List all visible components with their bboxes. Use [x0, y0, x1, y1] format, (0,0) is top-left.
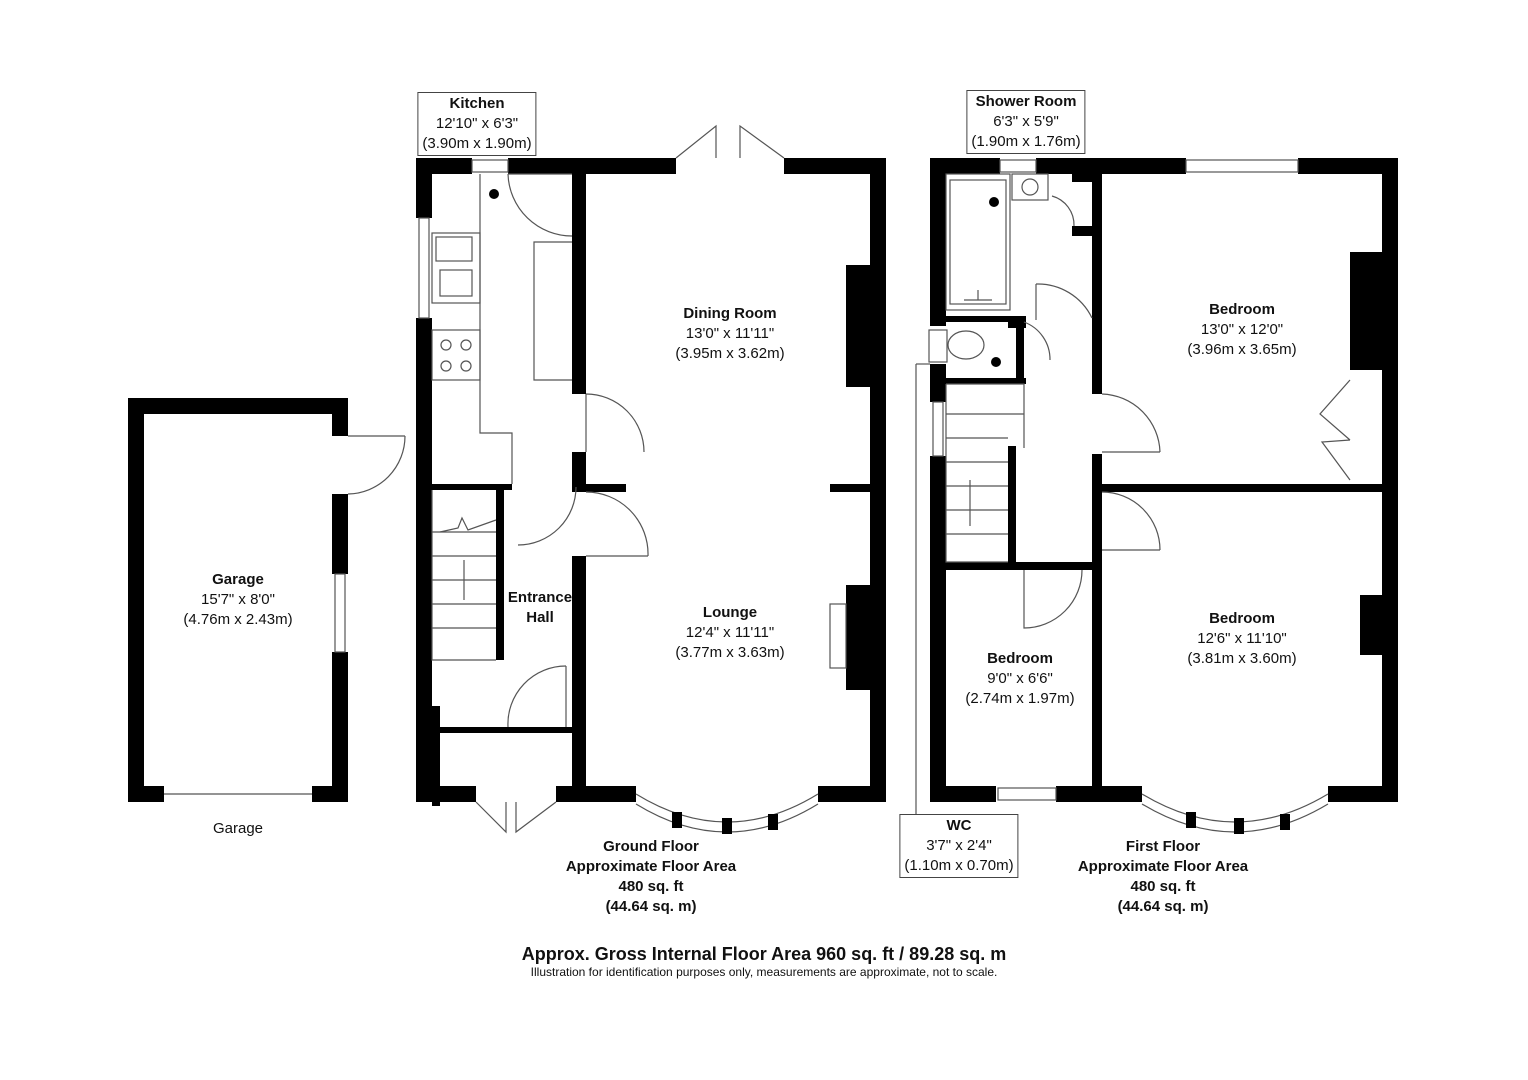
room-label-kitchen: Kitchen 12'10" x 6'3" (3.90m x 1.90m) [417, 92, 537, 156]
room-label-lounge: Lounge 12'4" x 11'11" (3.77m x 3.63m) [675, 603, 784, 663]
floor-name: First Floor [1125, 838, 1201, 855]
first-floor-fixtures [915, 159, 1351, 833]
room-name: Bedroom [1209, 610, 1275, 627]
room-size-metric: (3.90m x 1.90m) [422, 135, 532, 152]
room-label-bedroom-1: Bedroom 13'0" x 12'0" (3.96m x 3.65m) [1187, 300, 1296, 360]
room-size-metric: (3.77m x 3.63m) [675, 644, 785, 661]
room-size-metric: (1.10m x 0.70m) [904, 857, 1014, 874]
room-label-wc: WC 3'7" x 2'4" (1.10m x 0.70m) [899, 814, 1019, 878]
room-name: Shower Room [975, 93, 1077, 110]
ground-floor-area: Ground Floor Approximate Floor Area 480 … [566, 837, 736, 917]
room-label-dining-room: Dining Room 13'0" x 11'11" (3.95m x 3.62… [675, 304, 784, 364]
room-size-metric: (4.76m x 2.43m) [183, 611, 293, 628]
room-size-metric: (3.96m x 3.65m) [1187, 341, 1297, 358]
garage-caption: Garage [212, 820, 264, 837]
room-label-bedroom-3: Bedroom 9'0" x 6'6" (2.74m x 1.97m) [965, 649, 1074, 709]
room-size-metric: (3.81m x 3.60m) [1187, 650, 1297, 667]
room-label-entrance-hall: Entrance Hall [508, 588, 572, 628]
room-name: Kitchen [449, 95, 505, 112]
floor-area-caption: Approximate Floor Area [1077, 858, 1249, 875]
room-size-imperial: 12'10" x 6'3" [435, 115, 519, 132]
room-name-line2: Hall [526, 609, 554, 626]
bay-window-posts-first [1186, 812, 1290, 834]
room-size-metric: (1.90m x 1.76m) [971, 133, 1081, 150]
room-label-bedroom-2: Bedroom 12'6" x 11'10" (3.81m x 3.60m) [1187, 609, 1296, 669]
room-size-metric: (3.95m x 3.62m) [675, 345, 785, 362]
room-size-imperial: 3'7" x 2'4" [926, 837, 992, 854]
floor-area-sqft: 480 sq. ft [1130, 878, 1196, 895]
floor-area-sqm: (44.64 sq. m) [605, 898, 697, 915]
ground-floor-walls [416, 158, 886, 806]
room-size-metric: (2.74m x 1.97m) [965, 690, 1075, 707]
gross-floor-area: Approx. Gross Internal Floor Area 960 sq… [521, 944, 1007, 964]
disclaimer: Illustration for identification purposes… [530, 965, 998, 979]
first-floor-walls [930, 158, 1398, 802]
garage-walls [128, 398, 348, 802]
room-size-imperial: 6'3" x 5'9" [993, 113, 1059, 130]
kitchen-point [489, 189, 499, 199]
floor-name: Ground Floor [603, 838, 699, 855]
room-size-imperial: 12'4" x 11'11" [685, 624, 775, 641]
room-name: WC [946, 817, 972, 834]
room-name: Lounge [702, 604, 758, 621]
room-size-imperial: 9'0" x 6'6" [987, 670, 1053, 687]
bay-window-posts-ground [672, 812, 778, 834]
ground-floor-fixtures [418, 124, 847, 834]
first-floor-points [989, 197, 1001, 367]
floor-area-sqft: 480 sq. ft [618, 878, 684, 895]
room-size-imperial: 15'7" x 8'0" [201, 591, 275, 608]
room-size-imperial: 13'0" x 12'0" [1200, 321, 1284, 338]
room-name: Garage [212, 571, 264, 588]
first-floor-area: First Floor Approximate Floor Area 480 s… [1078, 837, 1248, 917]
room-label-garage: Garage 15'7" x 8'0" (4.76m x 2.43m) [183, 570, 292, 630]
floor-area-caption: Approximate Floor Area [565, 858, 737, 875]
room-label-shower-room: Shower Room 6'3" x 5'9" (1.90m x 1.76m) [966, 90, 1086, 154]
room-size-imperial: 12'6" x 11'10" [1197, 630, 1287, 647]
room-name: Bedroom [987, 650, 1053, 667]
room-size-imperial: 13'0" x 11'11" [685, 325, 775, 342]
room-name: Dining Room [683, 305, 777, 322]
garage-openings [164, 435, 406, 795]
room-name-line1: Entrance [507, 589, 573, 606]
room-name: Bedroom [1209, 301, 1275, 318]
floor-area-sqm: (44.64 sq. m) [1117, 898, 1209, 915]
